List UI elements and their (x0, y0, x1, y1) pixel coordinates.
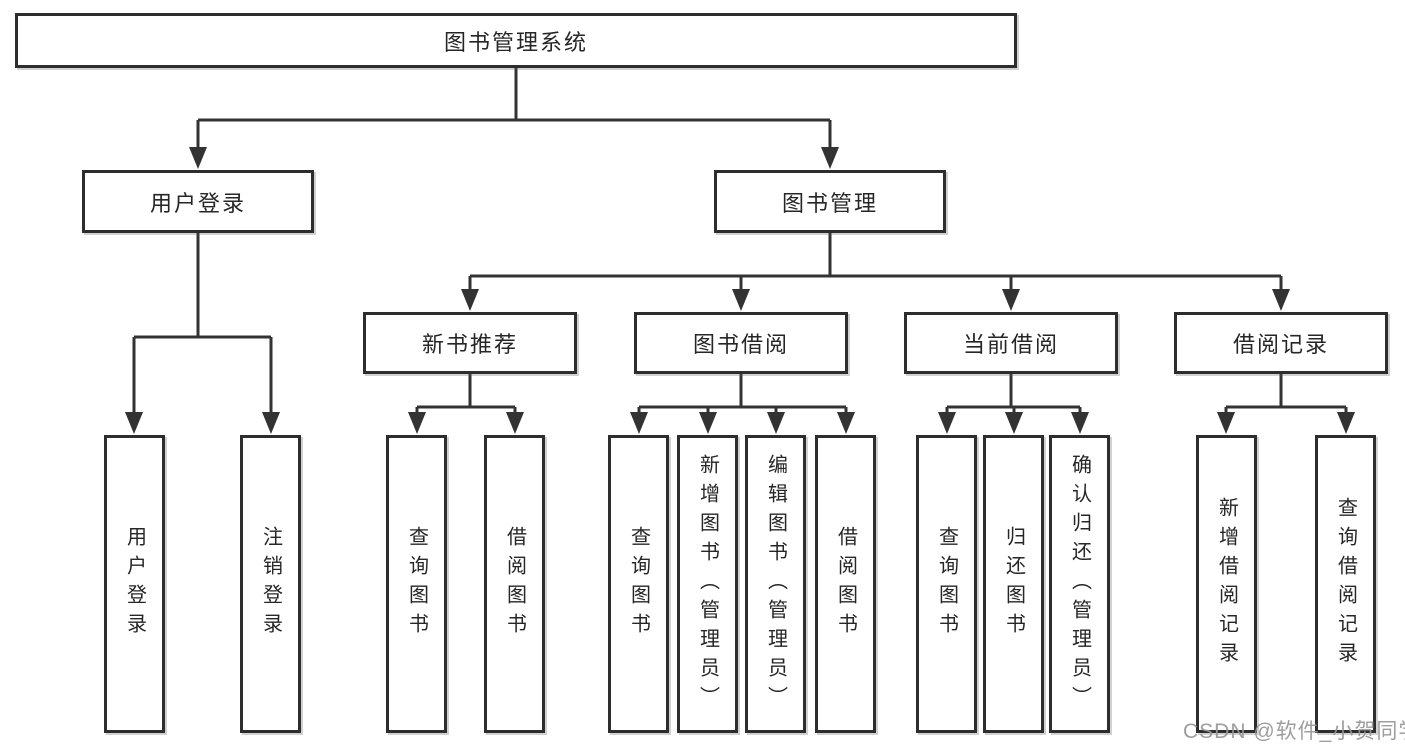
arrowhead (837, 412, 855, 434)
node-leaf-query-books-current: 查询图书 (916, 435, 977, 733)
node-new-book-recommend: 新书推荐 (363, 312, 577, 374)
leaf-label: 新增图书（管理员） (696, 453, 719, 715)
leaf-label: 注销登录 (259, 526, 282, 642)
node-leaf-query-borrow-record: 查询借阅记录 (1315, 435, 1376, 733)
node-leaf-add-borrow-record: 新增借阅记录 (1196, 435, 1257, 733)
leaf-label: 用户登录 (123, 526, 146, 642)
node-leaf-logout: 注销登录 (240, 435, 301, 733)
node-leaf-confirm-return-admin: 确认归还（管理员） (1049, 435, 1110, 733)
node-borrow-record: 借阅记录 (1174, 312, 1388, 374)
node-root: 图书管理系统 (15, 13, 1017, 68)
arrowhead (1337, 412, 1355, 434)
leaf-label: 编辑图书（管理员） (764, 453, 787, 715)
leaf-label: 新增借阅记录 (1215, 497, 1238, 671)
leaf-label: 查询借阅记录 (1334, 497, 1357, 671)
connector-root-to-level2 (196, 66, 832, 150)
leaf-label: 归还图书 (1002, 526, 1025, 642)
node-leaf-borrow-books: 借阅图书 (815, 435, 876, 733)
watermark: CSDN @软件_小贺同学 (1183, 720, 1405, 743)
arrowhead (699, 412, 717, 434)
arrowhead (1002, 289, 1020, 311)
arrowhead (1272, 289, 1290, 311)
node-book-borrow: 图书借阅 (634, 312, 848, 374)
connector-book-borrow-to-leaves (637, 374, 848, 415)
node-current-borrow: 当前借阅 (904, 312, 1118, 374)
arrowhead (262, 412, 280, 434)
arrowhead (1217, 412, 1235, 434)
node-leaf-return-books: 归还图书 (983, 435, 1044, 733)
leaf-label: 确认归还（管理员） (1068, 453, 1091, 715)
arrowhead (938, 412, 956, 434)
arrowhead (1071, 412, 1089, 434)
leaf-label: 借阅图书 (834, 526, 857, 642)
arrowhead (732, 289, 750, 311)
node-leaf-borrow-books-rec: 借阅图书 (484, 435, 545, 733)
arrowhead (630, 412, 648, 434)
arrowhead (506, 412, 524, 434)
arrowhead (408, 412, 426, 434)
arrowhead (125, 412, 143, 434)
leaf-label: 查询图书 (935, 526, 958, 642)
arrowhead (767, 412, 785, 434)
arrowhead (189, 147, 207, 169)
connector-book-mgmt-to-level3 (468, 233, 1283, 292)
node-leaf-add-books-admin: 新增图书（管理员） (677, 435, 738, 733)
node-user-login: 用户登录 (82, 170, 314, 233)
connector-borrow-record-to-leaves (1224, 374, 1348, 415)
arrowhead (821, 147, 839, 169)
leaf-label: 借阅图书 (503, 526, 526, 642)
node-leaf-edit-books-admin: 编辑图书（管理员） (745, 435, 806, 733)
node-leaf-query-books: 查询图书 (608, 435, 669, 733)
connector-user-login-to-leaves (132, 233, 273, 415)
connector-new-book-rec-to-leaves (415, 374, 517, 415)
leaf-label: 查询图书 (627, 526, 650, 642)
leaf-label: 查询图书 (405, 526, 428, 642)
connector-current-borrow-to-leaves (945, 374, 1082, 415)
arrowhead (461, 289, 479, 311)
arrowhead (1005, 412, 1023, 434)
node-book-management: 图书管理 (714, 170, 946, 233)
node-leaf-query-books-rec: 查询图书 (386, 435, 447, 733)
node-leaf-user-login: 用户登录 (104, 435, 165, 733)
